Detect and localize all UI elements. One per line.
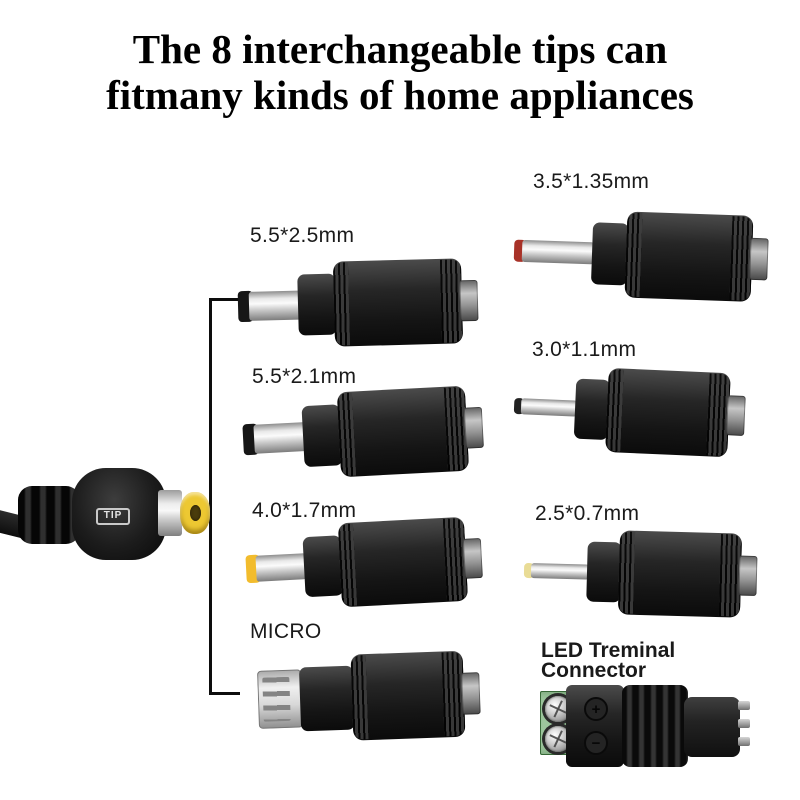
tip-label-5.5x2.5: 5.5*2.5mm <box>250 224 355 247</box>
metal-barrel <box>255 553 307 582</box>
metal-barrel <box>530 563 590 580</box>
tip-badge: TIP <box>96 508 130 525</box>
adapter-main-body <box>337 516 469 608</box>
jack-pin <box>738 701 750 710</box>
adapter-led-terminal: + − <box>536 683 750 769</box>
jack-cylinder <box>684 697 740 757</box>
adapter-main-body <box>617 530 743 618</box>
terminal-body: + − <box>566 685 624 767</box>
tip-label-4.0x1.7: 4.0*1.7mm <box>252 499 357 522</box>
metal-barrel <box>248 290 302 321</box>
adapter-front-body <box>297 273 337 336</box>
metal-barrel <box>253 422 307 454</box>
adapter-main-body <box>350 650 466 741</box>
adapter-main-body <box>605 367 731 458</box>
tip-label-3.5x1.35: 3.5*1.35mm <box>533 170 650 193</box>
led-label-line-1: LED Treminal <box>541 639 676 662</box>
plug-tip <box>180 492 210 534</box>
adapter-main-body <box>624 211 754 302</box>
adapter-main-body <box>336 385 470 478</box>
plug-body: TIP <box>72 468 166 560</box>
jack-pin <box>738 737 750 746</box>
adapter-front-body <box>590 222 630 286</box>
adapter-5.5x2.1 <box>241 380 488 488</box>
adapter-main-body <box>332 258 464 347</box>
adapter-2.5x0.7 <box>523 525 761 621</box>
title-line-2: fitmany kinds of home appliances <box>106 72 694 119</box>
dc-female-end <box>461 672 481 715</box>
adapter-micro-usb <box>254 648 485 746</box>
tip-label-5.5x2.1: 5.5*2.1mm <box>252 365 357 388</box>
dc-female-end <box>463 406 484 449</box>
jack-pin <box>738 719 750 728</box>
adapter-5.5x2.5 <box>237 253 481 354</box>
adapter-3.0x1.1 <box>512 361 750 461</box>
dc-female-end <box>749 237 769 281</box>
title-line-1: The 8 interchangeable tips can <box>132 26 668 72</box>
strain-relief <box>18 486 80 544</box>
metal-barrel <box>520 398 578 417</box>
adapter-front-body <box>586 541 622 603</box>
ribbed-sleeve <box>622 685 688 767</box>
tip-label-led-terminal: LED Treminal Connector <box>541 639 676 682</box>
grouping-bracket <box>209 298 240 695</box>
dc-female-end <box>726 395 746 436</box>
polarity-plus-mark: + <box>584 697 608 721</box>
plug-collar <box>158 490 182 536</box>
adapter-3.5x1.35 <box>513 206 770 305</box>
adapter-front-body <box>302 535 344 598</box>
polarity-minus-mark: − <box>584 731 608 755</box>
tip-label-3.0x1.1: 3.0*1.1mm <box>532 338 637 361</box>
adapter-4.0x1.7 <box>244 512 488 616</box>
metal-barrel <box>521 239 595 265</box>
adapter-front-body <box>298 665 356 732</box>
power-cable-plug: TIP <box>0 456 216 566</box>
adapter-front-body <box>301 404 343 468</box>
dc-female-end <box>738 555 758 597</box>
dc-female-end <box>462 537 483 579</box>
dc-female-end <box>459 279 479 322</box>
micro-usb-shell <box>257 669 304 729</box>
tip-label-2.5x0.7: 2.5*0.7mm <box>535 502 640 525</box>
led-label-line-2: Connector <box>541 659 646 682</box>
plug-tip-hole-icon <box>190 505 201 521</box>
page-title: The 8 interchangeable tips can fitmany k… <box>0 26 800 119</box>
adapter-front-body <box>573 378 611 441</box>
tip-label-micro: MICRO <box>250 620 322 643</box>
